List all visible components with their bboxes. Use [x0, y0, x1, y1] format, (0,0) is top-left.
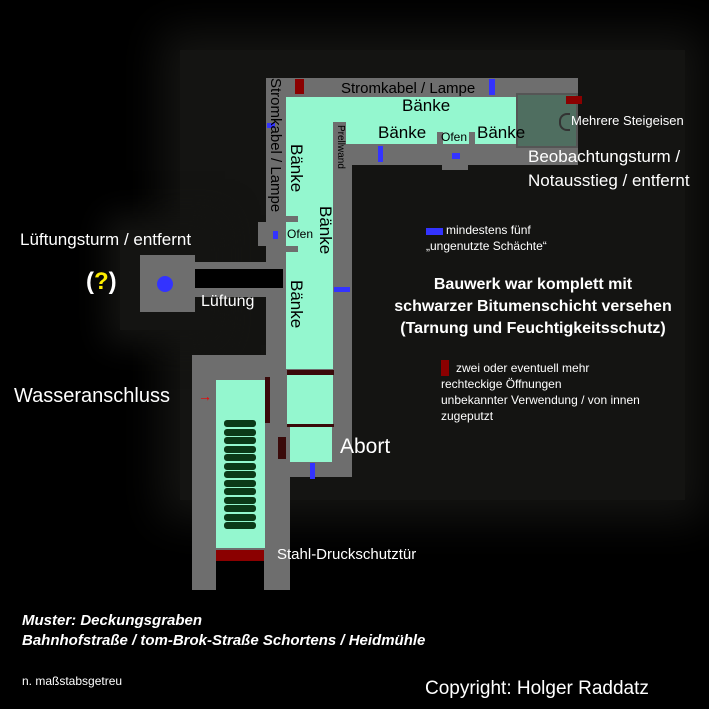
arrow-right-icon: → [198, 388, 212, 404]
grate-bar [224, 488, 256, 495]
ladder-rungs-icon [559, 113, 570, 131]
blue-shaft [378, 146, 383, 162]
label-baenke: Bänke [287, 144, 306, 193]
note-line: Bauwerk war komplett mit [433, 276, 633, 293]
blue-shaft [334, 287, 350, 292]
scale-note: n. maßstabsgetreu [22, 674, 123, 688]
blue-shaft [310, 463, 315, 479]
label-steigeisen: Mehrere Steigeisen [571, 113, 684, 128]
caption-line: Muster: Deckungsgraben [22, 612, 203, 629]
legend-red-text: rechteckige Öffnungen unbekannter Verwen… [441, 376, 640, 424]
blue-shaft [489, 79, 495, 95]
wall-bump [442, 160, 468, 170]
grate-bar [224, 505, 256, 512]
label-baenke: Bänke [287, 280, 306, 329]
caption: Muster: Deckungsgraben Bahnhofstraße / t… [22, 611, 425, 651]
grate-bar [224, 446, 256, 453]
grate-bar [224, 514, 256, 521]
label-question: (?) [86, 268, 117, 295]
grate-bar [224, 497, 256, 504]
legend-red-text: zwei oder eventuell mehr [456, 360, 589, 376]
question-mark: ? [94, 268, 109, 295]
legend-line: zugeputzt [441, 409, 494, 423]
label-wasseranschluss: Wasseranschluss [14, 385, 170, 407]
caption-line: Bahnhofstraße / tom-Brok-Straße Schorten… [22, 632, 426, 649]
label-beobachtungsturm: Beobachtungsturm / [528, 147, 681, 166]
label-stromkabel-top: Stromkabel / Lampe [341, 80, 476, 97]
label-lueftungsturm: Lüftungsturm / entfernt [20, 230, 192, 249]
ofen-block [469, 132, 475, 144]
grate-bar [224, 522, 256, 529]
label-baenke: Bänke [378, 123, 427, 142]
label-lueftung: Lüftung [201, 293, 255, 310]
grate-bar [224, 454, 256, 461]
legend-red-swatch [441, 360, 449, 376]
entrance [216, 561, 264, 590]
ventilation-tower-marker [157, 276, 173, 292]
toilet [278, 437, 286, 459]
legend-line: rechteckige Öffnungen [441, 377, 562, 391]
label-baenke: Bänke [402, 96, 451, 115]
label-ofen: Ofen [287, 227, 314, 241]
grate-bar [224, 420, 256, 427]
note-line: schwarzer Bitumenschicht versehen [394, 298, 672, 315]
red-opening [566, 96, 582, 104]
label-abort: Abort [340, 435, 391, 458]
wall-bump [258, 222, 270, 246]
prellwand [333, 122, 346, 178]
vertical-room-floor [286, 97, 333, 369]
legend-blue-text: „ungenutzte Schächte“ [426, 239, 547, 253]
ofen-block [437, 132, 443, 144]
grate-bar [224, 463, 256, 470]
label-notausstieg: Notausstieg / entfernt [528, 171, 690, 190]
grate-bar [224, 437, 256, 444]
grate-bar [224, 471, 256, 478]
door [287, 370, 334, 375]
ofen-block [286, 216, 298, 222]
grate-bar [224, 429, 256, 436]
legend-blue-text: mindestens fünf [446, 223, 531, 237]
legend-line: zwei oder eventuell mehr [456, 361, 590, 375]
note-line: (Tarnung und Feuchtigkeitsschutz) [400, 320, 666, 337]
label-prellwand: Prellwand [335, 125, 346, 169]
copyright: Copyright: Holger Raddatz [425, 678, 649, 699]
red-opening [295, 79, 304, 94]
door [265, 377, 270, 423]
label-stromkabel-side: Stromkabel / Lampe [267, 78, 284, 213]
label-baenke: Bänke [316, 206, 335, 255]
blue-shaft [273, 231, 278, 239]
abort-room-floor [290, 425, 332, 462]
ventilation-duct [195, 269, 283, 288]
door [287, 424, 334, 427]
legend-blue-swatch [426, 228, 443, 235]
label-baenke: Bänke [477, 123, 526, 142]
note-bitumen: Bauwerk war komplett mit schwarzer Bitum… [368, 274, 698, 340]
blue-shaft [452, 153, 460, 159]
middle-room-floor [287, 375, 333, 425]
ofen-block [286, 246, 298, 252]
grate-bar [224, 480, 256, 487]
label-ofen: Ofen [441, 130, 468, 144]
blue-shaft [267, 123, 275, 128]
legend-line: unbekannter Verwendung / von innen [441, 393, 640, 407]
label-tuer: Stahl-Druckschutztür [277, 546, 417, 563]
steel-blast-door [216, 550, 264, 561]
